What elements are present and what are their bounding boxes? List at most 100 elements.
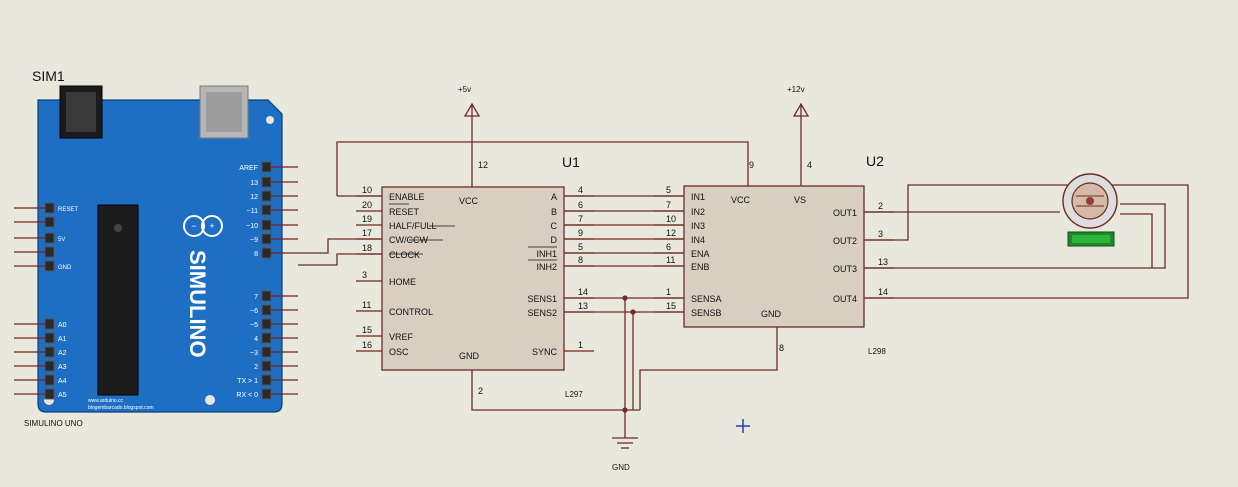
cursor-crosshair-icon — [736, 419, 750, 433]
u1-pins: 10ENABLE20RESET19HALF/FULL17CW/CCW18CLOC… — [356, 185, 594, 357]
arduino-header-socket — [44, 332, 55, 344]
arduino-header-socket — [44, 232, 55, 244]
u2-left-pin-name: IN1 — [691, 192, 705, 202]
u2-ref: U2 — [866, 153, 884, 169]
power-12v-label: +12v — [787, 85, 805, 94]
u2-vcc-num: 9 — [749, 160, 754, 170]
arduino-header-socket — [261, 176, 272, 188]
arduino-header-socket — [261, 332, 272, 344]
arduino-analog-label: A2 — [58, 350, 67, 357]
u1-left-pin-num: 10 — [362, 185, 372, 195]
u1-left-pin-num: 11 — [362, 300, 371, 310]
arduino-header-socket — [261, 161, 272, 173]
chip-notch — [114, 224, 122, 232]
logo-plus: + — [209, 221, 214, 231]
u1-right-pin-num: 7 — [578, 214, 583, 224]
arduino-analog-label: A3 — [58, 364, 67, 371]
wire-out3 — [864, 203, 1166, 269]
arduino-analog-label: A1 — [58, 336, 67, 343]
junction-dot — [622, 407, 628, 413]
u1-gnd-num: 2 — [478, 386, 483, 396]
usb-connector-inner — [206, 92, 242, 132]
u1-left-pin-name: CONTROL — [389, 307, 433, 317]
u2-left-pin-num: 7 — [666, 200, 671, 210]
mount-hole — [205, 395, 215, 405]
arduino-digital-label: 4 — [254, 336, 258, 343]
u1-right-pin-num: 4 — [578, 185, 583, 195]
u1-left-pin-name: RESET — [389, 207, 420, 217]
u2-right-pin-name: OUT4 — [833, 294, 857, 304]
arduino-header-socket — [44, 260, 55, 272]
u1-left-pin-num: 3 — [362, 270, 367, 280]
u2-left-pin-name: IN2 — [691, 207, 705, 217]
power-5v-symbol: +5v — [458, 85, 481, 118]
u1-vcc-num: 12 — [478, 160, 488, 170]
u1-left-pin-num: 19 — [362, 214, 372, 224]
u1-right-pin-name: SYNC — [532, 347, 558, 357]
u2-chip[interactable]: U2 L298 VCC 9 VS 4 GND 8 — [683, 153, 886, 356]
u1-part: L297 — [565, 390, 583, 399]
arduino-analog-label: A4 — [58, 378, 67, 385]
u2-left-pin-name: SENSA — [691, 294, 722, 304]
u2-right-pin-name: OUT2 — [833, 236, 857, 246]
u2-vs-num: 4 — [807, 160, 812, 170]
u2-left-pin-num: 15 — [666, 301, 676, 311]
u1-right-pin-name: C — [551, 221, 558, 231]
arduino-digital-label: 7 — [254, 294, 258, 301]
arduino-header-socket — [261, 290, 272, 302]
microcontroller-chip — [97, 204, 139, 396]
arduino-header-socket — [44, 202, 55, 214]
arduino-header-socket — [261, 233, 272, 245]
u2-left-pin-num: 6 — [666, 242, 671, 252]
arduino-digital-label: TX > 1 — [237, 378, 258, 385]
u1-left-pin-name: CW/CCW — [389, 235, 428, 245]
logo-minus: − — [191, 221, 196, 231]
arduino-ref: SIM1 — [32, 68, 65, 84]
u1-right-pin-num: 13 — [578, 301, 588, 311]
u1-right-pin-name: B — [551, 207, 557, 217]
arduino-power-label: 5V — [58, 237, 65, 243]
u2-left-pin-num: 1 — [666, 287, 671, 297]
u2-left-pin-name: ENB — [691, 262, 710, 272]
u1-left-pin-name: HALF/FULL — [389, 221, 437, 231]
u2-right-pin-num: 13 — [878, 257, 888, 267]
u1-ref: U1 — [562, 154, 580, 170]
wire-u2-gnd — [639, 327, 778, 410]
arduino-digital-label: ~11 — [247, 208, 258, 215]
stepper-motor[interactable] — [1062, 173, 1118, 247]
arduino-header-socket — [261, 388, 272, 400]
arduino-header-socket — [44, 374, 55, 386]
u1-right-pin-name: INH1 — [536, 249, 557, 259]
junction-dot — [630, 309, 636, 315]
arduino-blog: blogembarcado.blogspot.com — [88, 405, 154, 411]
arduino-digital-label: 8 — [254, 251, 258, 258]
wire-u1-gnd — [471, 370, 640, 411]
arduino-pcb — [37, 99, 283, 413]
u2-part: L298 — [868, 347, 886, 356]
u1-left-pin-num: 18 — [362, 243, 372, 253]
arduino-header-socket — [261, 204, 272, 216]
u2-body — [683, 185, 865, 328]
junction-dot — [622, 295, 628, 301]
arduino-header-socket — [44, 318, 55, 330]
arduino-header-socket — [44, 346, 55, 358]
wires — [298, 118, 1189, 413]
wire-clock — [298, 253, 382, 266]
arduino-header-socket — [261, 190, 272, 202]
power-12v-symbol: +12v — [787, 85, 810, 118]
arduino-board[interactable]: SIM1 − + SIMULINO www.arduino.cc blogemb… — [24, 68, 283, 428]
arduino-digital-label: 13 — [250, 180, 258, 187]
u1-right-pin-num: 6 — [578, 200, 583, 210]
u1-right-pin-num: 14 — [578, 287, 588, 297]
arduino-digital-label: ~10 — [246, 223, 258, 230]
u2-vs-name: VS — [794, 195, 806, 205]
arduino-header-socket — [44, 246, 55, 258]
u1-left-pin-name: OSC — [389, 347, 409, 357]
mount-hole — [266, 116, 274, 124]
power-12v-arrow-icon — [792, 102, 810, 117]
u1-chip[interactable]: U1 L297 VCC 12 GND 2 — [381, 154, 583, 399]
wire-5v-rail — [336, 141, 749, 196]
motor-shaft-icon — [1086, 197, 1094, 205]
ground-label: GND — [612, 463, 630, 472]
